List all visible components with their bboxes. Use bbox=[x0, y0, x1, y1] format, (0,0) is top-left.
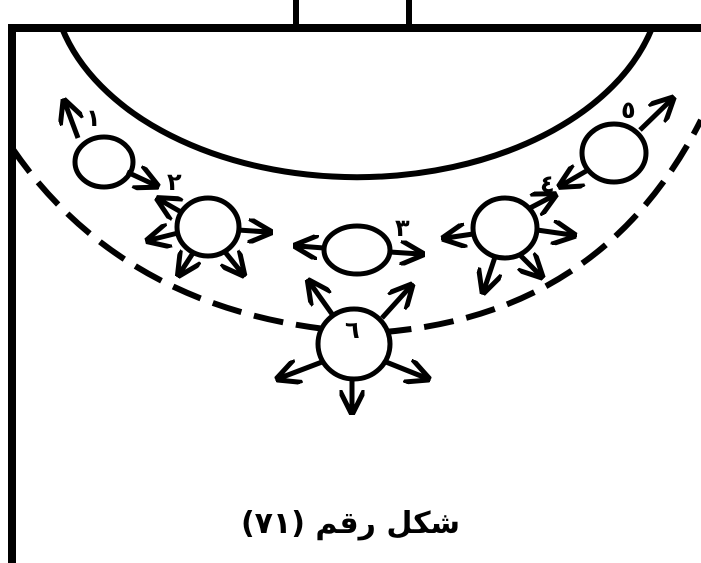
free-throw-line bbox=[9, 118, 701, 337]
player-number-label: ١ bbox=[86, 104, 101, 132]
movement-arrow bbox=[298, 246, 325, 248]
player-circle bbox=[72, 134, 136, 190]
movement-arrow bbox=[65, 103, 78, 139]
player-3: ٣ bbox=[298, 214, 420, 277]
player-circle bbox=[321, 223, 393, 277]
player-number-label: ٥ bbox=[621, 96, 636, 124]
player-1: ١ bbox=[65, 103, 155, 187]
player-number-label: ٦ bbox=[345, 316, 360, 344]
court-boundary-line bbox=[8, 24, 701, 563]
movement-arrow bbox=[380, 287, 410, 320]
player-number-label: ٢ bbox=[167, 168, 182, 196]
movement-arrow bbox=[638, 100, 671, 132]
movement-arrow bbox=[536, 230, 572, 235]
movement-arrow bbox=[528, 196, 553, 208]
movement-arrow bbox=[237, 230, 268, 232]
movement-arrow bbox=[225, 252, 242, 273]
movement-arrow bbox=[385, 362, 426, 378]
player-number-label: ٣ bbox=[395, 214, 410, 242]
movement-arrow bbox=[562, 170, 590, 185]
player-circle bbox=[579, 121, 649, 185]
figure-caption: شكل رقم (٧١) bbox=[240, 506, 461, 541]
player-6: ٦ bbox=[280, 283, 426, 410]
movement-arrow bbox=[180, 253, 193, 273]
player-circle bbox=[470, 195, 540, 261]
player-circle bbox=[315, 306, 393, 382]
player-number-label: ٤ bbox=[540, 170, 555, 198]
player-4: ٤ bbox=[446, 170, 572, 290]
player-2: ٢ bbox=[150, 168, 268, 273]
movement-arrow bbox=[310, 283, 335, 316]
movement-arrow bbox=[484, 256, 495, 290]
goal-area-line bbox=[59, 26, 655, 181]
movement-arrow bbox=[125, 172, 155, 185]
movement-arrow bbox=[150, 233, 179, 240]
movement-arrow bbox=[160, 200, 181, 212]
movement-arrow bbox=[280, 362, 323, 378]
player-circle bbox=[174, 195, 242, 259]
movement-arrow bbox=[446, 234, 474, 238]
player-5: ٥ bbox=[562, 96, 671, 185]
movement-arrow bbox=[520, 255, 540, 275]
movement-arrow bbox=[389, 252, 420, 254]
